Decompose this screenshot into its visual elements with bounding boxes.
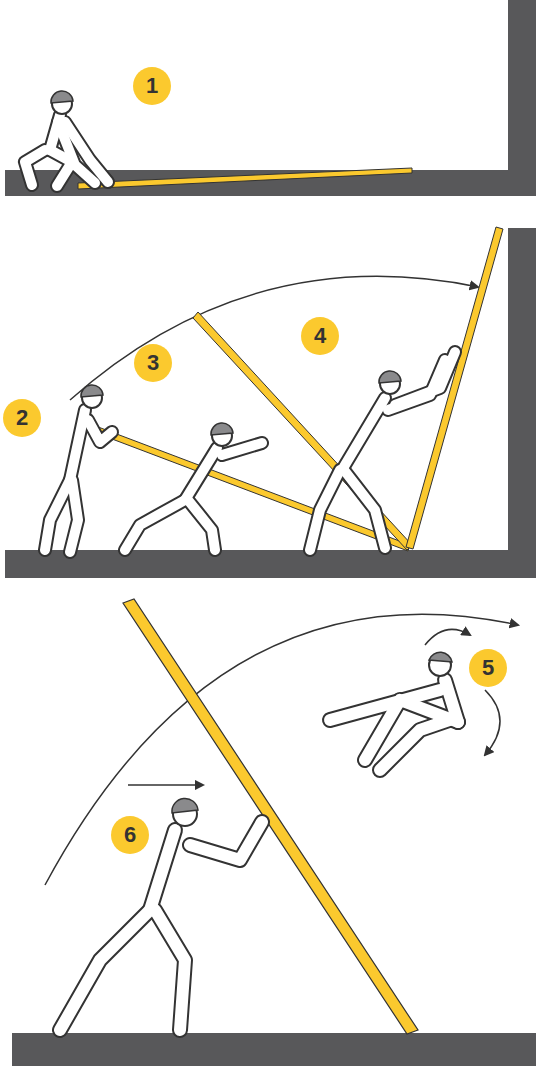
callout-text: 4 (314, 325, 326, 347)
callout-text: 1 (146, 75, 158, 97)
callout-number: 5 (469, 649, 507, 687)
callout-text: 5 (482, 657, 494, 679)
callout-number: 1 (133, 67, 171, 105)
callout-text: 3 (147, 352, 159, 374)
callout-number: 2 (3, 399, 41, 437)
callout-number: 4 (301, 317, 339, 355)
callout-number: 3 (134, 344, 172, 382)
callout-number: 6 (111, 816, 149, 854)
callout-text: 6 (124, 824, 136, 846)
callout-text: 2 (16, 407, 28, 429)
